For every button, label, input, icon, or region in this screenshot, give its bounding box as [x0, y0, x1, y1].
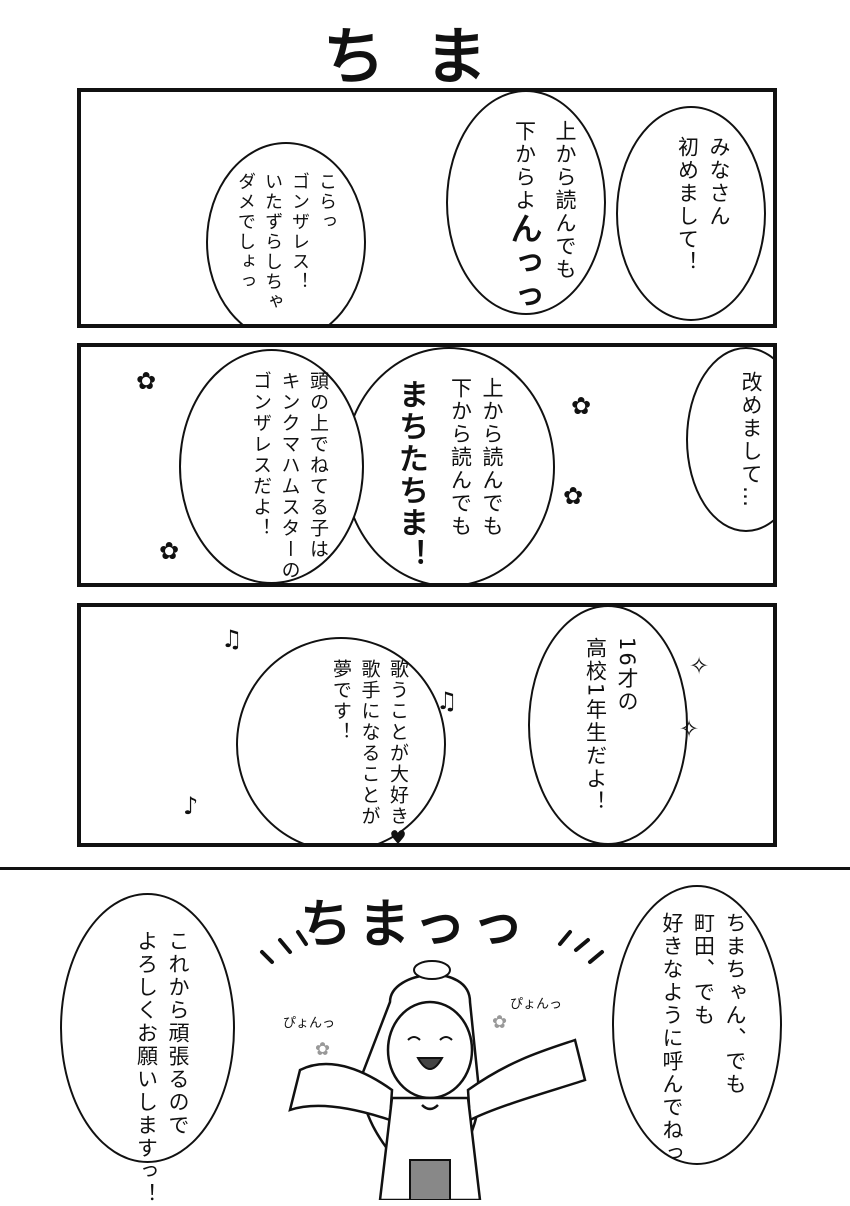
- interrupted-emphasis: んっっ: [505, 212, 544, 314]
- panel-2: 改めまして… 上から読んでも下から読んでも まちたちま！ 頭の上でねてる子はキン…: [77, 343, 777, 587]
- flower-icon: ✿: [492, 1012, 507, 1033]
- palindrome-text: 上から読んでも下から読んでも: [448, 377, 505, 538]
- age-text: 16才の高校1年生だよ！: [583, 637, 640, 814]
- shout-text: ちまっっ: [300, 895, 530, 955]
- speech-bubble-again: 改めまして…: [686, 347, 773, 532]
- again-text: 改めまして…: [739, 371, 763, 509]
- character-name: まちたちま！: [393, 379, 428, 571]
- flower-icon: ✿: [136, 367, 157, 395]
- dream-text: 歌うことが大好き♥歌手になることが夢です！: [330, 659, 409, 847]
- nickname-text: ちまちゃん、でも町田、でも好きなように呼んでねっ: [660, 912, 747, 1165]
- flower-icon: ✿: [571, 392, 592, 420]
- intro-text: これから頑張るのでよろしくお願いしますっ！: [134, 930, 191, 1206]
- flower-icon: ✿: [159, 537, 180, 565]
- flower-icon: ✿: [563, 482, 584, 510]
- music-note-icon: ♪: [183, 792, 199, 820]
- sparkle-icon: ✧: [679, 715, 700, 743]
- sfx-hop-left: ぴょんっ: [283, 1016, 336, 1031]
- interrupted-line-1: 上から読んでも: [553, 120, 577, 281]
- speech-bubble-age: 16才の高校1年生だよ！: [528, 607, 688, 843]
- speech-bubble-name: 上から読んでも下から読んでも まちたちま！: [343, 347, 555, 583]
- flower-icon: ✿: [315, 1039, 330, 1060]
- page-title: ちま: [322, 20, 527, 93]
- sparkle-icon: ✧: [689, 652, 710, 680]
- music-note-icon: ♫: [221, 625, 243, 653]
- speech-bubble-nickname: ちまちゃん、でも町田、でも好きなように呼んでねっ: [612, 885, 782, 1165]
- scold-text: こらっゴンザレス！いたずらしちゃダメでしょっ: [235, 172, 337, 312]
- interrupted-text: 上から読んでも 下からよんっっ: [501, 120, 581, 314]
- speech-bubble-hamster: 頭の上でねてる子はキンクマハムスターのゴンザレスだよ！: [179, 349, 364, 583]
- music-note-icon: ♫: [436, 687, 458, 715]
- speech-bubble-scold: こらっゴンザレス！いたずらしちゃダメでしょっ: [206, 142, 366, 324]
- sfx-hop-right: ぴょんっ: [510, 997, 563, 1012]
- speech-bubble-greeting: みなさん初めまして！: [616, 106, 766, 321]
- speech-bubble-intro: これから頑張るのでよろしくお願いしますっ！: [60, 893, 235, 1206]
- section-divider: [0, 867, 850, 870]
- speech-bubble-palindrome-interrupted: 上から読んでも 下からよんっっ: [446, 92, 606, 315]
- greeting-text: みなさん初めまして！: [675, 136, 732, 274]
- interrupted-line-2: 下からよ: [512, 120, 537, 212]
- panel-3: 16才の高校1年生だよ！ 歌うことが大好き♥歌手になることが夢です！ ♫ ♫ ♪…: [77, 603, 777, 847]
- panel-1: みなさん初めまして！ 上から読んでも 下からよんっっ こらっゴンザレス！いたずら…: [77, 88, 777, 328]
- hamster-text: 頭の上でねてる子はキンクマハムスターのゴンザレスだよ！: [250, 371, 329, 581]
- speech-bubble-dream: 歌うことが大好き♥歌手になることが夢です！: [236, 637, 446, 847]
